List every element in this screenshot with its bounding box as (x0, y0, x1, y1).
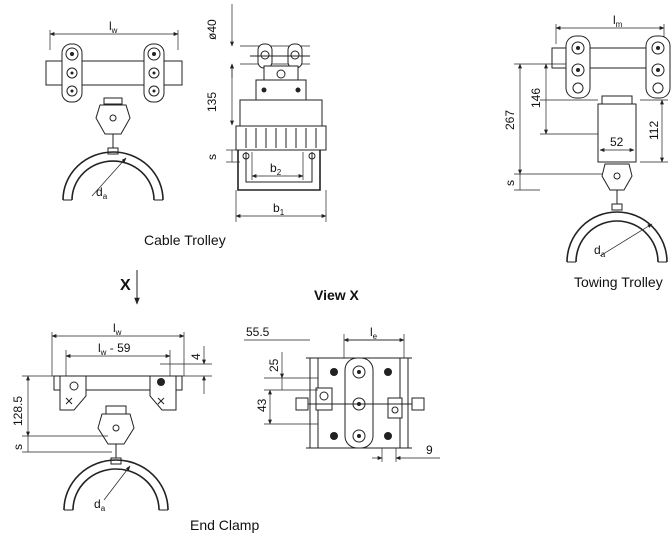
dim-9-label: 9 (426, 443, 433, 457)
dim-4-label: 4 (189, 353, 203, 360)
dim-25-label: 25 (267, 358, 281, 372)
dim-128-5-label: 128.5 (11, 396, 25, 426)
end-clamp-caption: End Clamp (190, 517, 259, 533)
dim-40-label: ø40 (205, 19, 219, 40)
dim-s-label: s (205, 154, 219, 160)
end-clamp-cable-saddle (63, 459, 169, 511)
dim-lm-label: lm (613, 13, 623, 29)
towing-cable-saddle (566, 211, 668, 263)
dim-lw-clamp-label: lw (113, 321, 122, 337)
dim-43-label: 43 (255, 398, 269, 412)
dim-55-5-label: 55.5 (246, 325, 270, 339)
dim-le-label: le (370, 325, 378, 341)
towing-trolley-caption: Towing Trolley (574, 274, 663, 290)
dim-s-towing-label: s (503, 180, 517, 186)
cable-saddle (62, 151, 164, 201)
view-x-drawing (244, 334, 440, 462)
dim-lw-label: lw (109, 19, 118, 35)
dim-da-towing-label: da (594, 243, 606, 259)
roller-wheel (143, 43, 165, 103)
dim-b1-label: b1 (273, 201, 285, 217)
cable-trolley-side-view (226, 4, 327, 222)
dim-135-label: 135 (205, 92, 219, 112)
dim-da-label: da (96, 185, 108, 201)
dim-s-clamp-label: s (11, 444, 25, 450)
roller-wheel (61, 43, 83, 103)
cable-trolley-front-view (45, 30, 183, 201)
dim-112-label: 112 (647, 121, 661, 140)
dim-52-label: 52 (610, 135, 624, 149)
cable-trolley-caption: Cable Trolley (144, 232, 226, 248)
dim-lw-59-label: lw - 59 (98, 341, 131, 357)
view-marker-label: X (120, 277, 131, 294)
towing-trolley-view (514, 24, 671, 263)
view-x-title: View X (314, 287, 360, 303)
dim-da-clamp-label: da (94, 497, 106, 513)
end-clamp-view (22, 332, 212, 511)
dim-146-label: 146 (529, 88, 543, 108)
dim-267-label: 267 (503, 110, 517, 130)
dim-b2-label: b2 (270, 161, 282, 177)
